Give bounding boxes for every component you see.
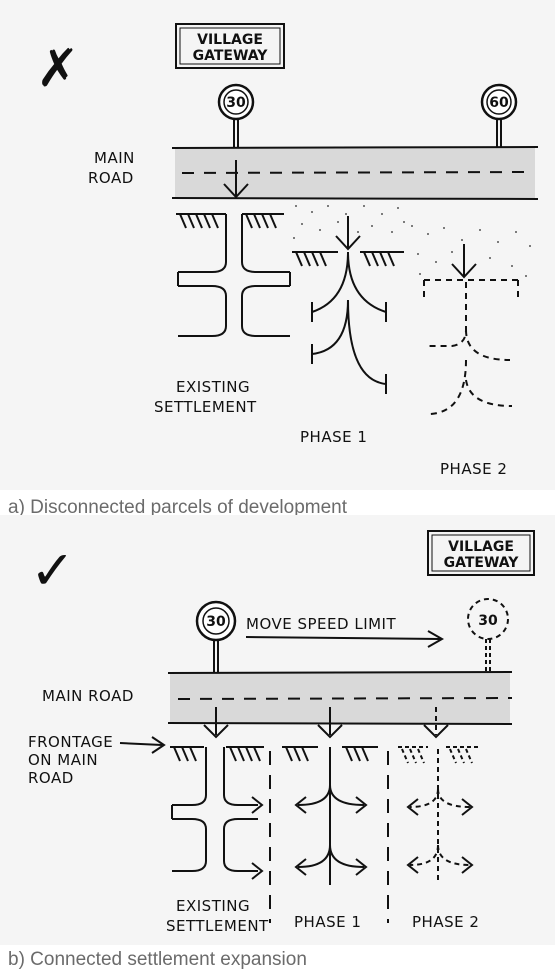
village-gateway-sign: VILLAGE GATEWAY <box>427 530 535 576</box>
diagram-panel-connected: ✓ VILLAGE GATEWAY 30 MOVE SPEED LIMIT <box>0 515 555 945</box>
speed-value-30: 30 <box>226 95 246 111</box>
settlement-label-line-1: EXISTING <box>176 378 250 396</box>
phase2-label: PHASE 2 <box>440 460 507 478</box>
frontage-label-line-3: ROAD <box>28 769 74 787</box>
gateway-line-2: GATEWAY <box>444 555 520 571</box>
caption-connected: b) Connected settlement expansion <box>8 949 307 970</box>
road-label-line-1: MAIN <box>94 149 135 167</box>
frontage-label-line-2: ON MAIN <box>28 751 98 769</box>
existing-frontage-hatch <box>170 746 264 762</box>
cross-mark: ✗ <box>36 39 80 99</box>
phase2-frontage-hatch <box>398 746 480 764</box>
caption-disconnected: a) Disconnected parcels of development <box>8 497 348 518</box>
settlement-label-line-2: SETTLEMENT <box>166 917 269 935</box>
phase1-label: PHASE 1 <box>294 913 361 931</box>
gateway-line-2: GATEWAY <box>193 48 269 64</box>
phase2-stipple-area <box>411 225 531 277</box>
settlement-label-line-1: EXISTING <box>176 897 250 915</box>
speed-value-30: 30 <box>206 614 226 630</box>
junction-arrows <box>203 707 449 739</box>
phase1-stipple-area <box>293 205 405 239</box>
speed-sign-60: 60 <box>480 83 518 150</box>
relocated-speed-value: 30 <box>478 613 498 629</box>
phase1-cul-de-sac-streets <box>311 251 387 394</box>
panel-background <box>0 515 555 945</box>
junction-arrow-settlement <box>223 160 249 199</box>
settlement-frontage-hatch <box>176 213 284 229</box>
road-label: MAIN ROAD <box>42 687 134 705</box>
panel-background <box>0 0 555 490</box>
settlement-label-line-2: SETTLEMENT <box>154 398 257 416</box>
village-gateway-sign: VILLAGE GATEWAY <box>175 23 285 69</box>
frontage-label-line-1: FRONTAGE <box>28 733 113 751</box>
diagram-panel-disconnected: ✗ VILLAGE GATEWAY 30 60 <box>0 0 555 490</box>
phase1-connected-streets <box>294 747 368 885</box>
phase2-dashed-streets <box>423 279 519 415</box>
frontage-pointer-arrow <box>119 736 166 754</box>
speed-sign-30: 30 <box>195 600 237 675</box>
relocated-speed-sign-30: 30 <box>467 598 509 675</box>
phase1-junction-arrow <box>335 216 361 251</box>
speed-sign-30: 30 <box>217 83 255 150</box>
phase1-frontage-hatch <box>282 746 378 762</box>
phase-dividers <box>269 751 389 923</box>
check-mark: ✓ <box>30 539 75 602</box>
existing-settlement-streets <box>177 214 291 337</box>
speed-note-arrow <box>245 630 445 648</box>
main-road <box>171 146 539 200</box>
existing-settlement-streets <box>171 747 264 880</box>
phase2-arrowheads <box>406 798 474 874</box>
diagram-disconnected: ✗ VILLAGE GATEWAY 30 60 <box>0 0 555 490</box>
road-label-line-2: ROAD <box>88 169 134 187</box>
gateway-line-1: VILLAGE <box>448 539 514 555</box>
phase2-dashed-streets <box>409 749 471 881</box>
gateway-line-1: VILLAGE <box>197 32 263 48</box>
phase1-frontage-hatch <box>292 251 404 267</box>
speed-note: MOVE SPEED LIMIT <box>246 615 396 633</box>
phase1-label: PHASE 1 <box>300 428 367 446</box>
speed-value-60: 60 <box>489 95 509 111</box>
phase2-junction-arrow <box>451 244 477 279</box>
phase2-label: PHASE 2 <box>412 913 479 931</box>
main-road <box>167 671 513 725</box>
diagram-connected: ✓ VILLAGE GATEWAY 30 MOVE SPEED LIMIT <box>0 515 555 945</box>
